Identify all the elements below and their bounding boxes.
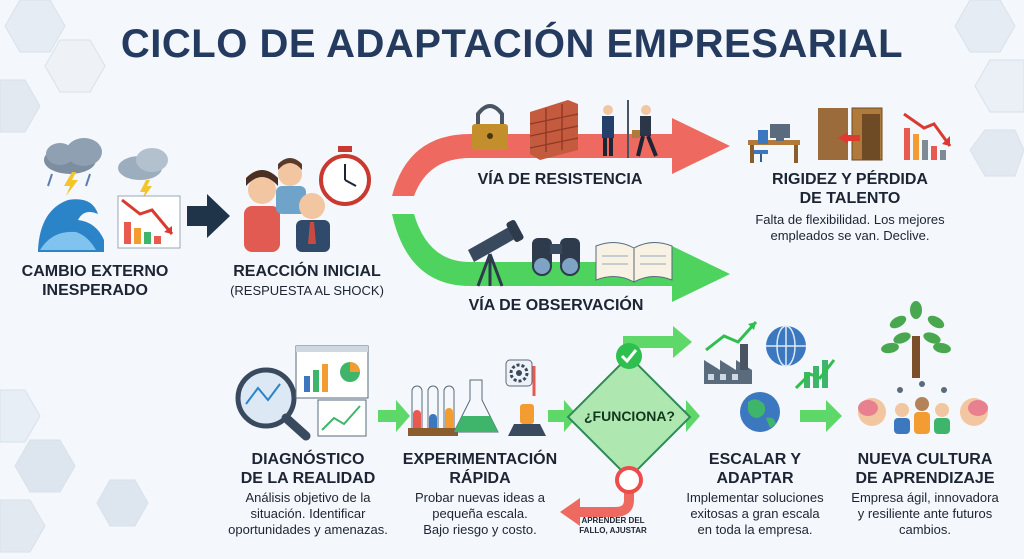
- shocked-people-icon: [244, 158, 330, 252]
- diagnosis-desc: Análisis objetivo de la situación. Ident…: [228, 490, 388, 537]
- reaction-sub: (RESPUESTA AL SHOCK): [230, 283, 384, 298]
- scale-label: ESCALAR Y ADAPTAR: [708, 451, 802, 487]
- brain-icon: [858, 398, 988, 426]
- resistance-label: VÍA DE RESISTENCIA: [477, 171, 643, 188]
- culture-desc: Empresa ágil, innovadora y resiliente an…: [851, 490, 999, 537]
- scale-desc: Implementar soluciones exitosas a gran e…: [686, 490, 824, 537]
- rigidity-label: RIGIDEZ Y PÉRDIDA DE TALENTO: [772, 171, 928, 207]
- dashboard-icon: [295, 345, 369, 437]
- checkmark-icon: [616, 343, 642, 369]
- diagnosis-label: DIAGNÓSTICO DE LA REALIDAD: [240, 451, 376, 487]
- magnifier-icon: [235, 367, 311, 441]
- resistance-arrowhead: [672, 118, 730, 174]
- reaction-label: REACCIÓN INICIAL: [233, 263, 381, 280]
- culture-label: NUEVA CULTURA DE APRENDIZAJE: [855, 451, 995, 487]
- empty-desk-icon: [748, 124, 800, 163]
- gear-icon: [505, 359, 533, 387]
- binoculars-icon: [532, 238, 580, 276]
- microscope-icon: [508, 366, 546, 436]
- growth-chart-icon: [794, 359, 836, 390]
- experiment-desc: Probar nuevas ideas a pequeña escala. Ba…: [414, 490, 546, 537]
- observation-arrowhead: [672, 246, 730, 302]
- page-title: CICLO DE ADAPTACIÓN EMPRESARIAL: [120, 22, 904, 66]
- resistance-path: [392, 134, 672, 196]
- decision-label: ¿FUNCIONA?: [584, 408, 675, 424]
- decision-fail-note: APRENDER DEL FALLO, AJUSTAR: [579, 516, 647, 535]
- factory-icon: [704, 320, 758, 384]
- experiment-label: EXPERIMENTACIÓN RÁPIDA: [402, 451, 558, 487]
- observation-label: VÍA DE OBSERVACIÓN: [468, 297, 644, 314]
- storm-cloud-icon: [44, 138, 168, 200]
- rigidity-desc: Falta de flexibilidad. Los mejores emple…: [755, 212, 945, 243]
- arrow-green-4: [800, 400, 842, 432]
- globe-icon: [740, 325, 806, 432]
- fail-icon: [615, 466, 643, 494]
- team-icon: [894, 381, 950, 434]
- arrow-green-1: [378, 400, 410, 432]
- people-leaving-icon: [602, 100, 658, 158]
- open-book-icon: [595, 242, 673, 283]
- flask-icon: [453, 379, 499, 433]
- tree-icon: [881, 301, 951, 378]
- telescope-icon: [468, 219, 524, 287]
- arrow-fail: [578, 470, 634, 517]
- falling-chart-icon: [117, 195, 181, 249]
- brick-wall-icon: [529, 100, 579, 160]
- exit-door-icon: [818, 107, 883, 161]
- stopwatch-icon: [319, 146, 371, 206]
- wave-icon: [38, 199, 104, 252]
- declining-bars-icon: [903, 112, 952, 160]
- padlock-icon: [472, 104, 508, 150]
- change-label: CAMBIO EXTERNO INESPERADO: [21, 263, 169, 299]
- arrow-fail-head: [560, 498, 580, 526]
- arrow-dark-1: [187, 194, 230, 238]
- test-tubes-icon: [408, 385, 458, 436]
